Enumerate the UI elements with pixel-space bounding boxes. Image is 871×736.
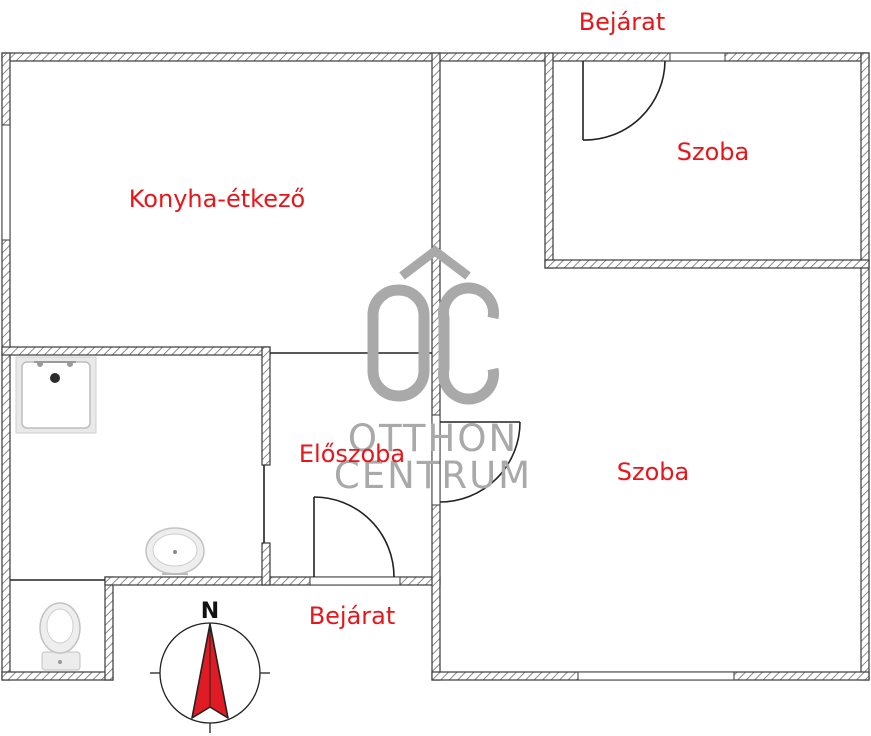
label-kitchen: Konyha-étkező	[129, 185, 305, 213]
logo-hat-icon	[399, 245, 471, 280]
wall-outer-right	[860, 52, 870, 681]
watermark-line2: CENTRUM	[334, 454, 532, 497]
label-room-top: Szoba	[677, 138, 749, 166]
wall-bath-right-upper	[261, 346, 271, 466]
compass-north-label: N	[201, 599, 219, 624]
wall-wc-right	[104, 576, 114, 681]
wall-bath-top	[1, 346, 271, 356]
toilet-icon	[39, 602, 81, 671]
door-main-room-swing	[439, 421, 521, 503]
door-entrance-swing	[313, 496, 395, 578]
windows	[1, 52, 735, 681]
door-top-room-swing	[582, 60, 666, 141]
compass: N	[150, 599, 270, 733]
shower-tray	[15, 356, 97, 434]
washbasin-icon	[145, 527, 205, 575]
label-hall: Előszoba	[299, 440, 405, 468]
doors	[313, 60, 666, 578]
watermark-logo: OTTHON CENTRUM	[334, 245, 532, 497]
wall-bath-right-lower	[261, 542, 271, 586]
watermark-line1: OTTHON	[348, 417, 518, 460]
wall-top-room-bottom	[544, 259, 870, 269]
wall-top-room-left	[544, 52, 554, 269]
label-room-main: Szoba	[617, 458, 689, 486]
label-entrance-bottom: Bejárat	[309, 602, 396, 630]
label-entrance-top: Bejárat	[579, 8, 666, 36]
shower-drain-icon	[50, 373, 60, 383]
wall-wc-bottom	[1, 671, 114, 681]
